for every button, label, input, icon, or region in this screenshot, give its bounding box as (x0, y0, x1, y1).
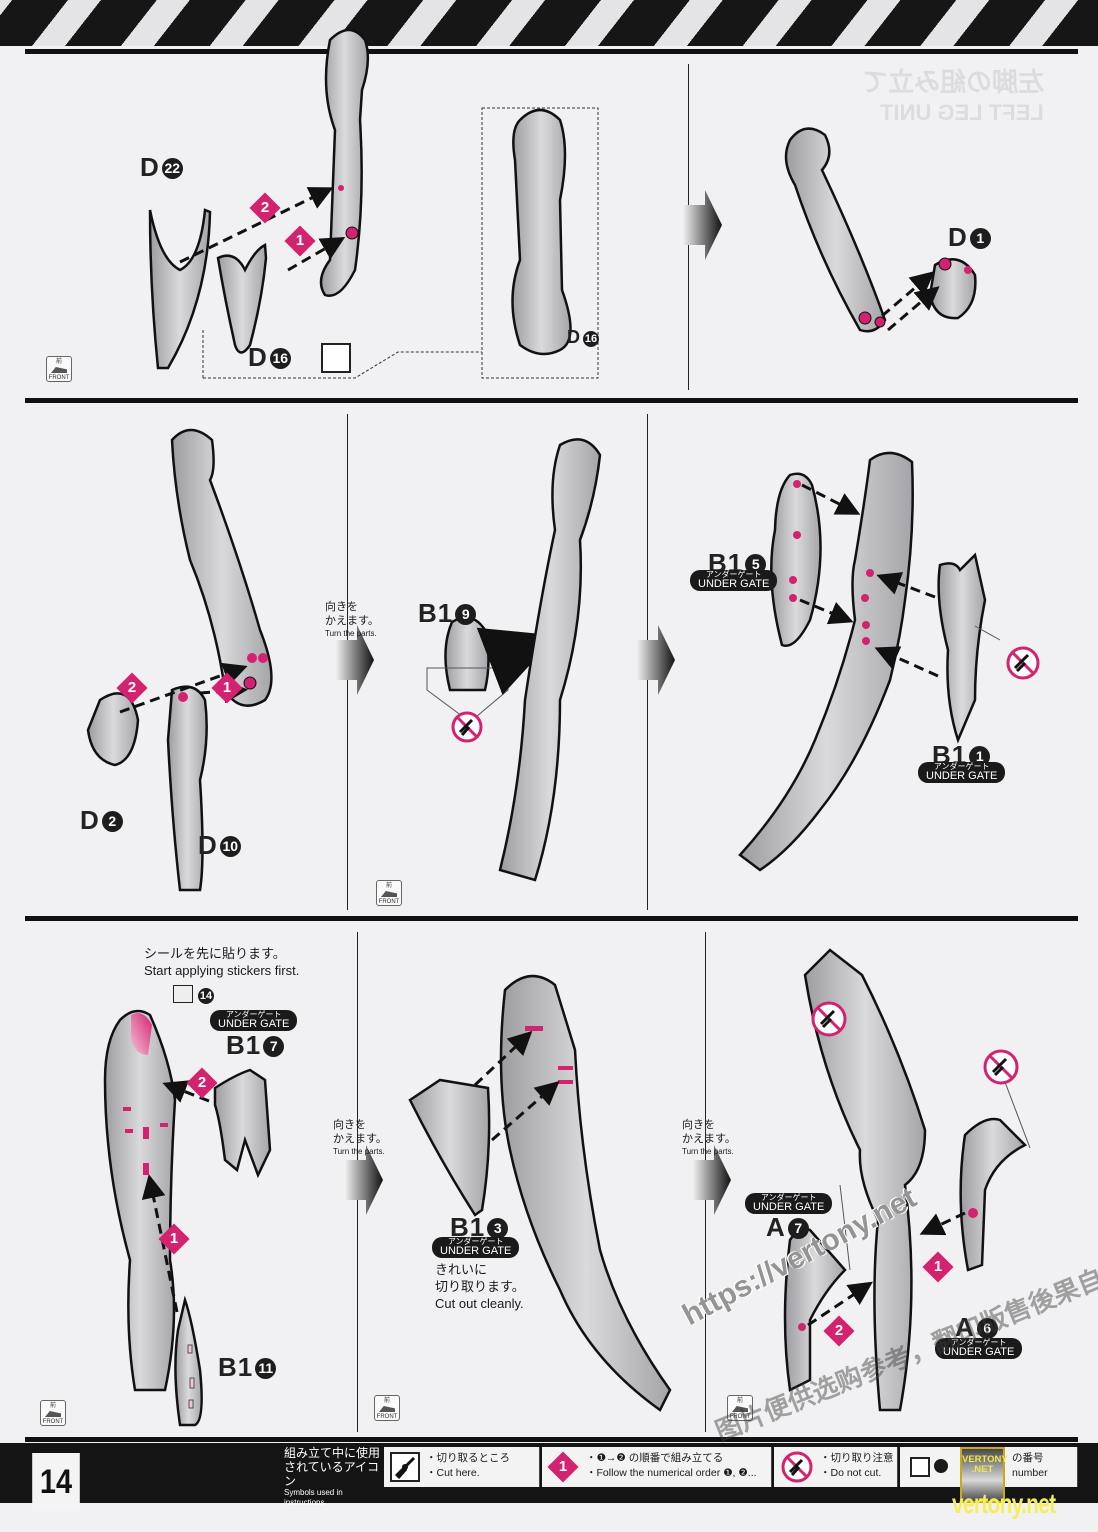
next-step-arrow (693, 1145, 731, 1215)
step-marker-2: 2 (186, 1067, 218, 1099)
part-leg-b15-assembly (738, 451, 914, 872)
turn-parts-note: 向きをかえます。Turn the parts. (333, 1119, 387, 1156)
cut-cleanly-note: きれいに切り取ります。Cut out cleanly. (435, 1262, 525, 1311)
part-d2 (86, 692, 140, 767)
legend-item-numerical-order: 1 ・❶→❷ の順番で組み立てる・Follow the numerical or… (542, 1447, 772, 1487)
nipper-icon (390, 1452, 420, 1482)
part-d22 (148, 208, 212, 370)
part-b1-5 (770, 472, 822, 647)
part-b1-7 (213, 1068, 272, 1179)
part-full-leg (498, 438, 602, 882)
do-not-cut-icon (983, 1049, 1019, 1085)
next-step-arrow (345, 1145, 383, 1215)
panel-divider-3 (25, 1437, 1078, 1442)
hazard-stripe-header (0, 0, 1098, 46)
watermark-brand: vertony.net (952, 1488, 1056, 1519)
sticker-number: 14 (198, 988, 214, 1004)
do-not-cut-icon (1006, 646, 1040, 680)
panel-divider-1 (25, 398, 1078, 403)
step-marker-1: 1 (284, 225, 316, 257)
part-d10 (166, 685, 208, 892)
do-not-cut-icon (811, 1001, 847, 1037)
next-step-arrow (637, 625, 675, 695)
step-marker-1: 1 (922, 1251, 954, 1283)
panel-divider-2 (25, 916, 1078, 921)
legend-item-cut-here: ・切り取るところ・Cut here. (384, 1447, 540, 1487)
step-diamond-icon: 1 (547, 1451, 579, 1483)
part-b1-3 (408, 1078, 491, 1217)
part-frame-assembled (511, 108, 572, 356)
step-marker-1: 1 (211, 672, 243, 704)
no-cut-icon (781, 1451, 813, 1483)
next-step-arrow (336, 625, 374, 695)
do-not-cut-icon (451, 711, 483, 743)
part-leg-final-assembly (803, 948, 927, 1412)
turn-parts-note: 向きをかえます。Turn the parts. (325, 601, 379, 638)
part-leg-frame (319, 28, 370, 297)
part-b1-1 (937, 552, 987, 744)
step-marker-2: 2 (823, 1315, 855, 1347)
part-thigh-frame (170, 428, 273, 707)
part-leg-assembled (784, 127, 887, 333)
step-marker-2: 2 (116, 672, 148, 704)
sticker-first-note: シールを先に貼ります。Start applying stickers first… (144, 946, 300, 978)
step-marker-2: 2 (249, 192, 281, 224)
step-marker-1: 1 (158, 1223, 190, 1255)
cut-here-icon (321, 343, 351, 373)
turn-parts-note: 向きをかえます。Turn the parts. (682, 1119, 736, 1156)
watermark-badge: VERTONY.NET (960, 1447, 1008, 1503)
part-b1-11 (174, 1295, 203, 1427)
part-shin-frame (103, 1009, 177, 1392)
part-d16 (216, 243, 268, 354)
number-badge-icon (934, 1459, 948, 1473)
part-a6 (959, 1117, 1028, 1272)
sticker-icon (173, 985, 193, 1003)
legend-item-do-not-cut: ・切り取り注意・Do not cut. (774, 1447, 898, 1487)
part-leg-b13-assembly (499, 975, 672, 1412)
page-number: 14 (32, 1453, 80, 1511)
sticker-icon (910, 1457, 930, 1477)
header-rule (25, 49, 1078, 54)
next-step-arrow (683, 190, 722, 260)
